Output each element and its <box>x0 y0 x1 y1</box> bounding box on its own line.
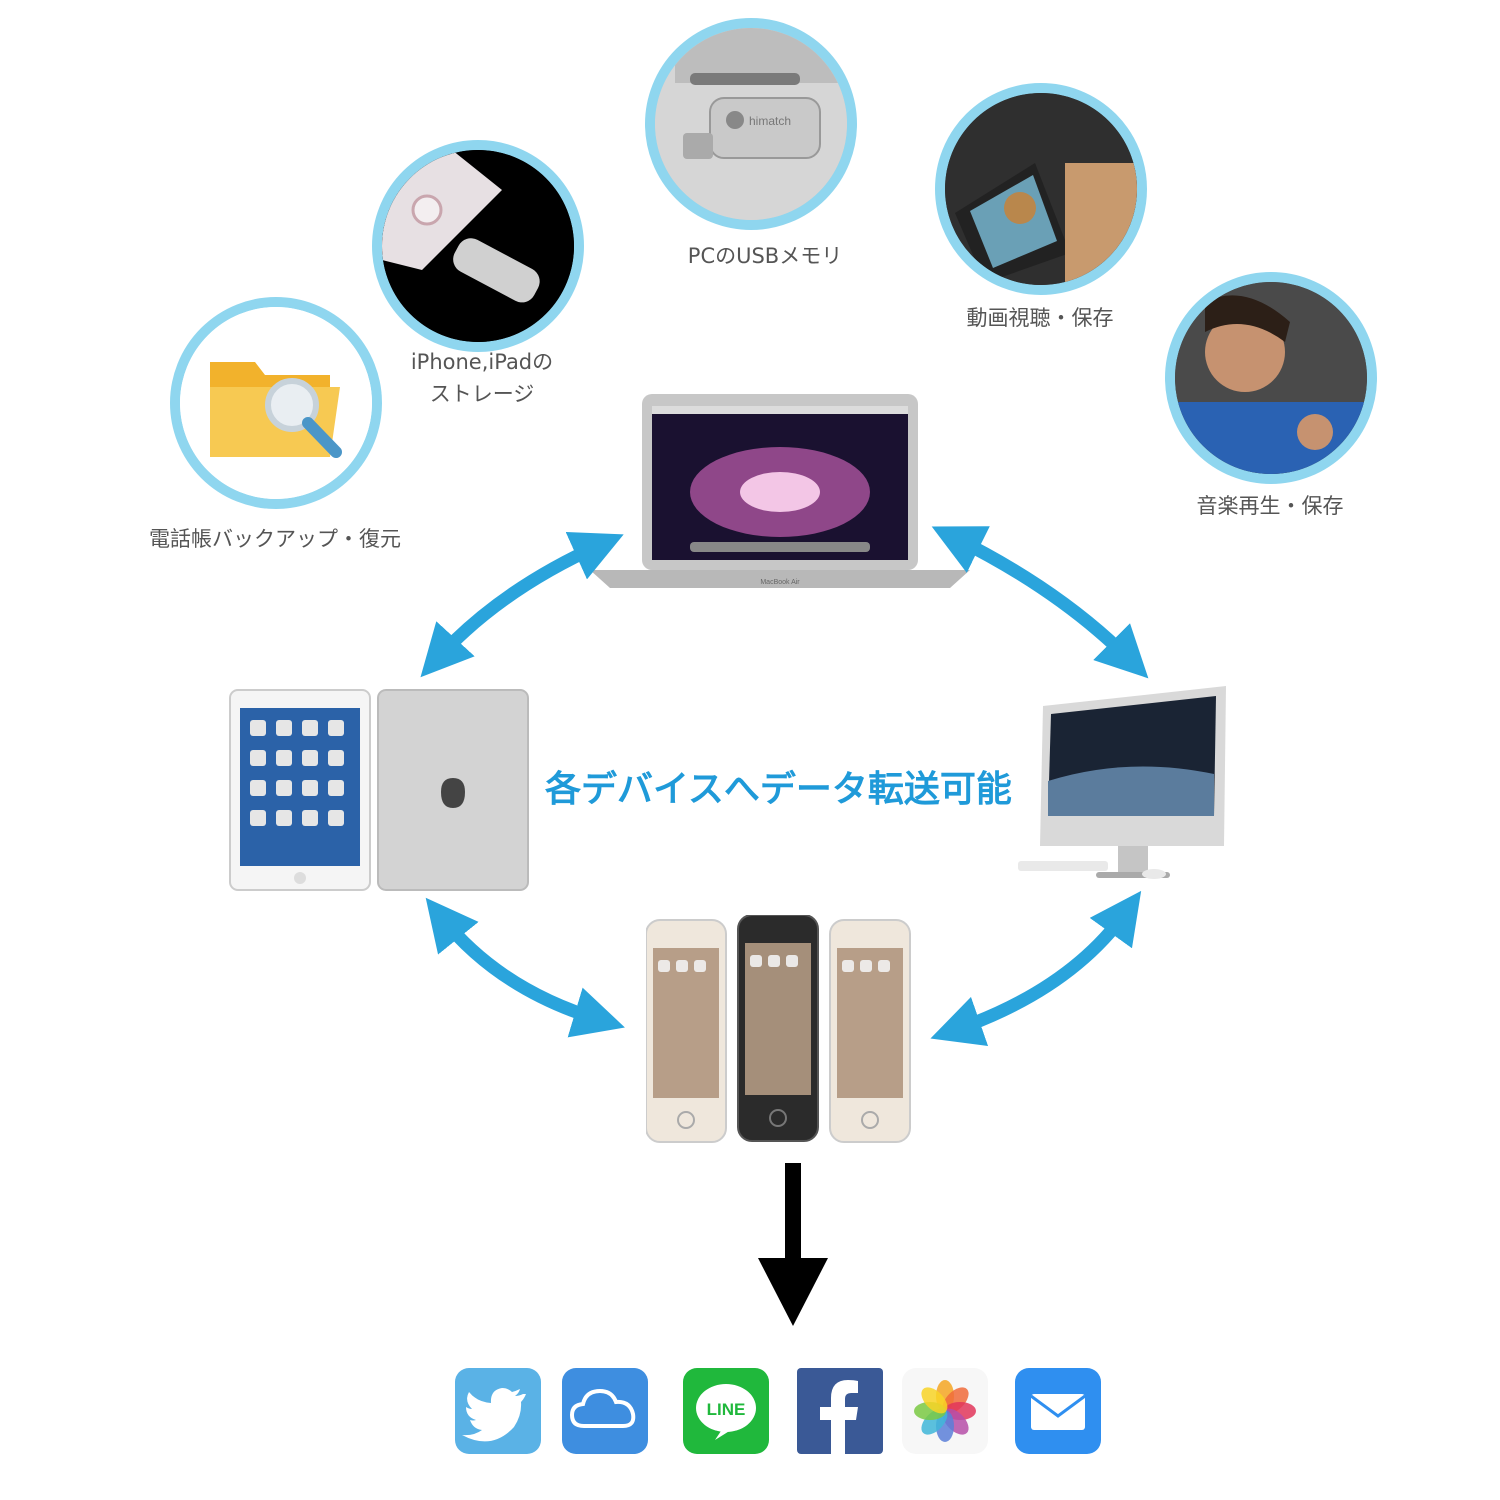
imac-device <box>1018 686 1230 890</box>
svg-text:himatch: himatch <box>749 114 791 128</box>
svg-text:MacBook Air: MacBook Air <box>760 579 800 586</box>
arrow-laptop-imac <box>931 526 1149 679</box>
twitter-icon <box>455 1368 541 1454</box>
mail-icon <box>1015 1368 1101 1454</box>
laptop-device: MacBook Air <box>590 392 970 596</box>
feature-label: iPhone,iPadの ストレージ <box>410 350 554 406</box>
line-icon: LINE <box>683 1368 769 1454</box>
usb-drive-photo: himatch <box>645 18 857 230</box>
feature-label: PCのUSBメモリ <box>687 244 843 268</box>
ipad-device <box>228 688 533 897</box>
feature-label: 音楽再生・保存 <box>1196 494 1344 518</box>
folder-search-icon <box>170 297 382 509</box>
center-caption: 各デバイスへデータ転送可能 <box>545 769 1012 810</box>
icloud-icon <box>562 1368 648 1454</box>
video-photo <box>935 83 1147 295</box>
phone-storage-photo <box>372 140 584 352</box>
arrow-laptop-ipad <box>420 531 624 678</box>
arrow-imac-iphone <box>930 890 1142 1047</box>
arrow-ipad-iphone <box>425 897 625 1038</box>
iphones-device <box>645 914 911 1149</box>
facebook-icon <box>797 1368 883 1454</box>
feature-label: 動画視聴・保存 <box>966 306 1114 330</box>
music-photo <box>1165 272 1377 484</box>
svg-text:LINE: LINE <box>707 1400 746 1419</box>
arrow-down-head <box>758 1258 828 1326</box>
feature-label: 電話帳バックアップ・復元 <box>149 527 401 551</box>
photos-icon <box>902 1368 988 1454</box>
